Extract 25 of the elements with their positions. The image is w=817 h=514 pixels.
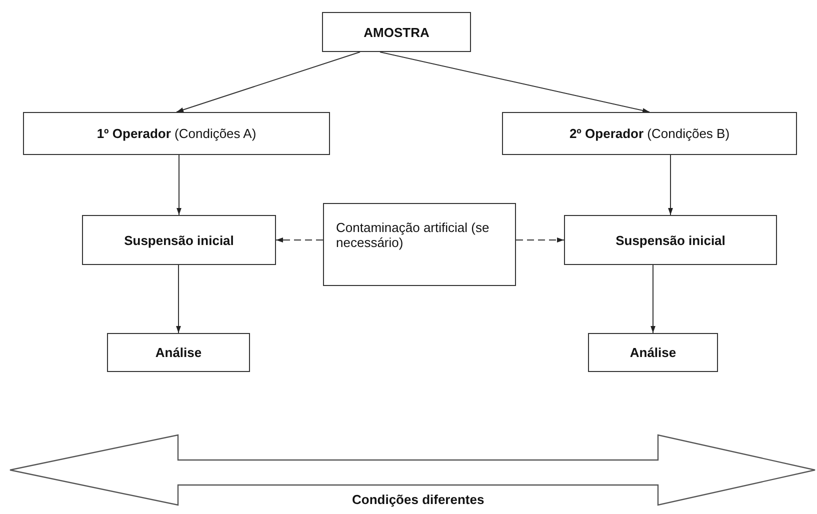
process-box	[82, 215, 276, 265]
box-label: Suspensão inicial	[616, 232, 726, 248]
process-box	[564, 215, 777, 265]
process-box	[588, 333, 718, 372]
process-box	[322, 12, 471, 52]
box-label: Análise	[155, 345, 202, 360]
process-box	[107, 333, 250, 372]
box-label: Análise	[630, 345, 676, 360]
box-label: 2º Operador (Condições B)	[569, 126, 730, 141]
arrow	[276, 238, 324, 242]
arrow	[668, 154, 673, 216]
arrow	[176, 52, 360, 112]
box-label: Suspensão inicial	[124, 232, 234, 248]
process-box	[23, 112, 330, 155]
box-label: Contaminação artificial (se necessário)	[336, 220, 490, 250]
process-box	[502, 112, 797, 155]
arrow	[380, 52, 650, 113]
arrow	[650, 264, 656, 334]
arrow	[176, 264, 181, 334]
box-label: 1º Operador (Condições A)	[96, 126, 256, 141]
arrow	[516, 238, 564, 242]
box-label: AMOSTRA	[364, 24, 430, 40]
process-box	[323, 203, 516, 286]
arrow	[176, 154, 182, 216]
caption-label: Condições diferentes	[352, 492, 484, 507]
